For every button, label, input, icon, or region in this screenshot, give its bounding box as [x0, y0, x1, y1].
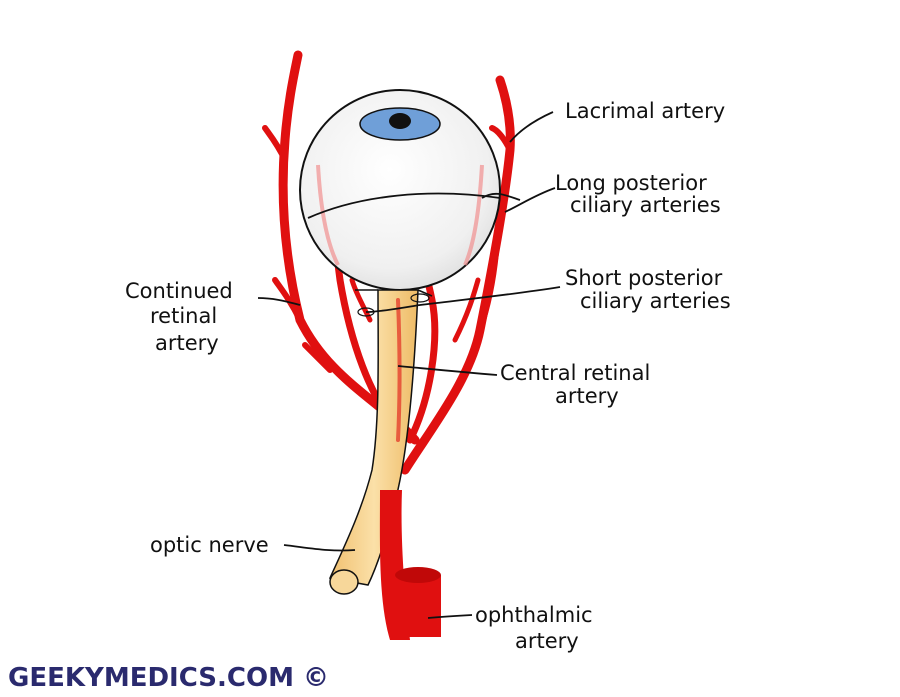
label-short-posterior-2: ciliary arteries — [580, 289, 731, 313]
label-long-posterior-1: Long posterior — [555, 171, 707, 195]
label-short-posterior-1: Short posterior — [565, 266, 723, 290]
optic-nerve — [328, 289, 419, 586]
label-ophthalmic-2: artery — [515, 629, 579, 653]
ophthalmic-artery — [379, 490, 441, 640]
label-continued-3: artery — [155, 331, 219, 355]
label-central-2: artery — [555, 384, 619, 408]
label-lacrimal-artery: Lacrimal artery — [565, 99, 725, 123]
label-long-posterior-2: ciliary arteries — [570, 193, 721, 217]
label-continued-2: retinal — [150, 304, 217, 328]
watermark: GEEKYMEDICS.COM © — [8, 663, 329, 693]
label-central-1: Central retinal — [500, 361, 650, 385]
label-continued-1: Continued — [125, 279, 233, 303]
label-optic-nerve: optic nerve — [150, 533, 269, 557]
label-ophthalmic-1: ophthalmic — [475, 603, 593, 627]
pupil — [389, 113, 411, 129]
